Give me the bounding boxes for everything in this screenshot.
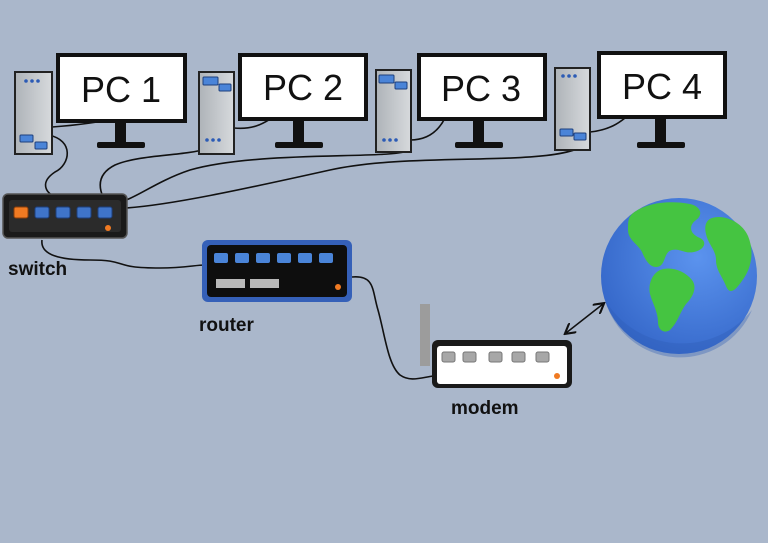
pc-1: PC 1 [14,53,187,155]
monitor-icon: PC 3 [417,53,547,148]
tower-icon [375,69,412,153]
cable-pc4-switch [125,139,591,209]
router-icon [202,240,352,302]
arrow-icon [566,304,603,333]
pc-2-label: PC 2 [263,67,343,108]
tower-icon [198,71,235,155]
cable-pc3-monitor [409,117,446,141]
pc-3: PC 3 [375,53,547,153]
switch-label: switch [8,259,67,280]
router-label: router [199,315,255,336]
pc-3-label: PC 3 [441,68,521,109]
cable-pc3-switch [125,149,411,201]
cable-pc1-switch [44,134,68,198]
tower-icon [554,67,591,151]
monitor-icon: PC 1 [56,53,187,148]
modem-icon [420,304,572,388]
cable-router-modem [351,276,434,380]
globe-icon [601,198,757,358]
switch-icon [2,193,128,239]
pc-2: PC 2 [198,53,368,155]
pc-1-label: PC 1 [81,69,161,110]
tower-icon [14,71,53,155]
pc-4: PC 4 [554,51,727,151]
pc-4-label: PC 4 [622,66,702,107]
modem-label: modem [451,398,519,419]
monitor-icon: PC 4 [597,51,727,148]
cable-pc4-monitor [589,117,626,133]
monitor-icon: PC 2 [238,53,368,148]
cable-switch-router [41,239,206,269]
